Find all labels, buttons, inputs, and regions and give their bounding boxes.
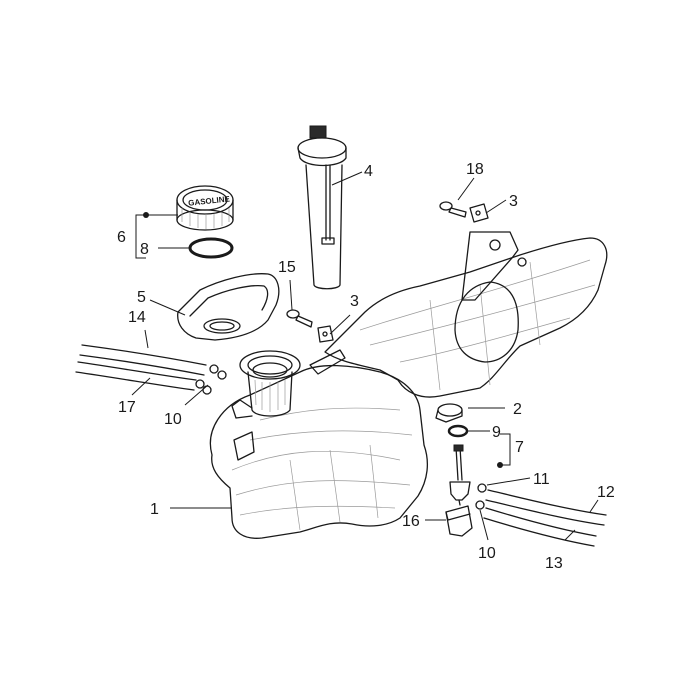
fuel-tank-body: [209, 364, 429, 539]
valve-bracket-16: [445, 505, 473, 537]
callout-2: 2: [513, 401, 522, 418]
tank-frame-extension: [324, 231, 608, 398]
callout-1: 1: [150, 501, 159, 518]
screw-18: [439, 201, 467, 218]
callout-12: 12: [597, 484, 615, 501]
callout-9: 9: [492, 424, 501, 441]
callout-13: 13: [545, 555, 563, 572]
callout-11: 11: [533, 471, 550, 488]
callout-5: 5: [137, 289, 146, 306]
callout-10-right: 10: [478, 545, 496, 562]
washer-9: [447, 424, 469, 438]
clip-nut-lower: [317, 325, 334, 343]
clip-nut-upper: [469, 203, 489, 223]
callout-4: 4: [364, 163, 373, 180]
callout-18: 18: [466, 161, 484, 178]
hose-clip-2: [435, 403, 463, 423]
callout-3-lower: 3: [350, 293, 359, 310]
fuel-valve: [449, 444, 471, 506]
callout-3-upper: 3: [509, 193, 518, 210]
hose-left-lower: [75, 361, 197, 391]
callout-15: 15: [278, 259, 296, 276]
leader-lines: [131, 171, 599, 541]
callout-8: 8: [140, 241, 149, 258]
hose-right-upper: [485, 489, 607, 526]
cap-seal-o-ring: [188, 237, 234, 259]
callout-labels: 1 2 3 3 4 5 6 7 8 9 10 10 11 12 13 14 15…: [117, 161, 615, 572]
callout-14: 14: [128, 309, 146, 326]
fuel-cap: GASOLINE: [176, 185, 234, 231]
cap-label: GASOLINE: [188, 194, 231, 207]
hose-clamp-right: [475, 483, 487, 510]
filler-tray: [177, 273, 280, 341]
callout-16: 16: [402, 513, 420, 530]
hose-clamp-left: [195, 364, 227, 395]
filler-neck: [231, 349, 346, 419]
fuel-level-sender: [297, 125, 347, 290]
hose-left-upper: [79, 344, 207, 376]
callout-10-left: 10: [164, 411, 182, 428]
callout-17: 17: [118, 399, 136, 416]
callout-7: 7: [515, 439, 524, 456]
hose-right-lower: [483, 507, 597, 547]
callout-6: 6: [117, 229, 126, 246]
screw-15: [286, 309, 313, 328]
